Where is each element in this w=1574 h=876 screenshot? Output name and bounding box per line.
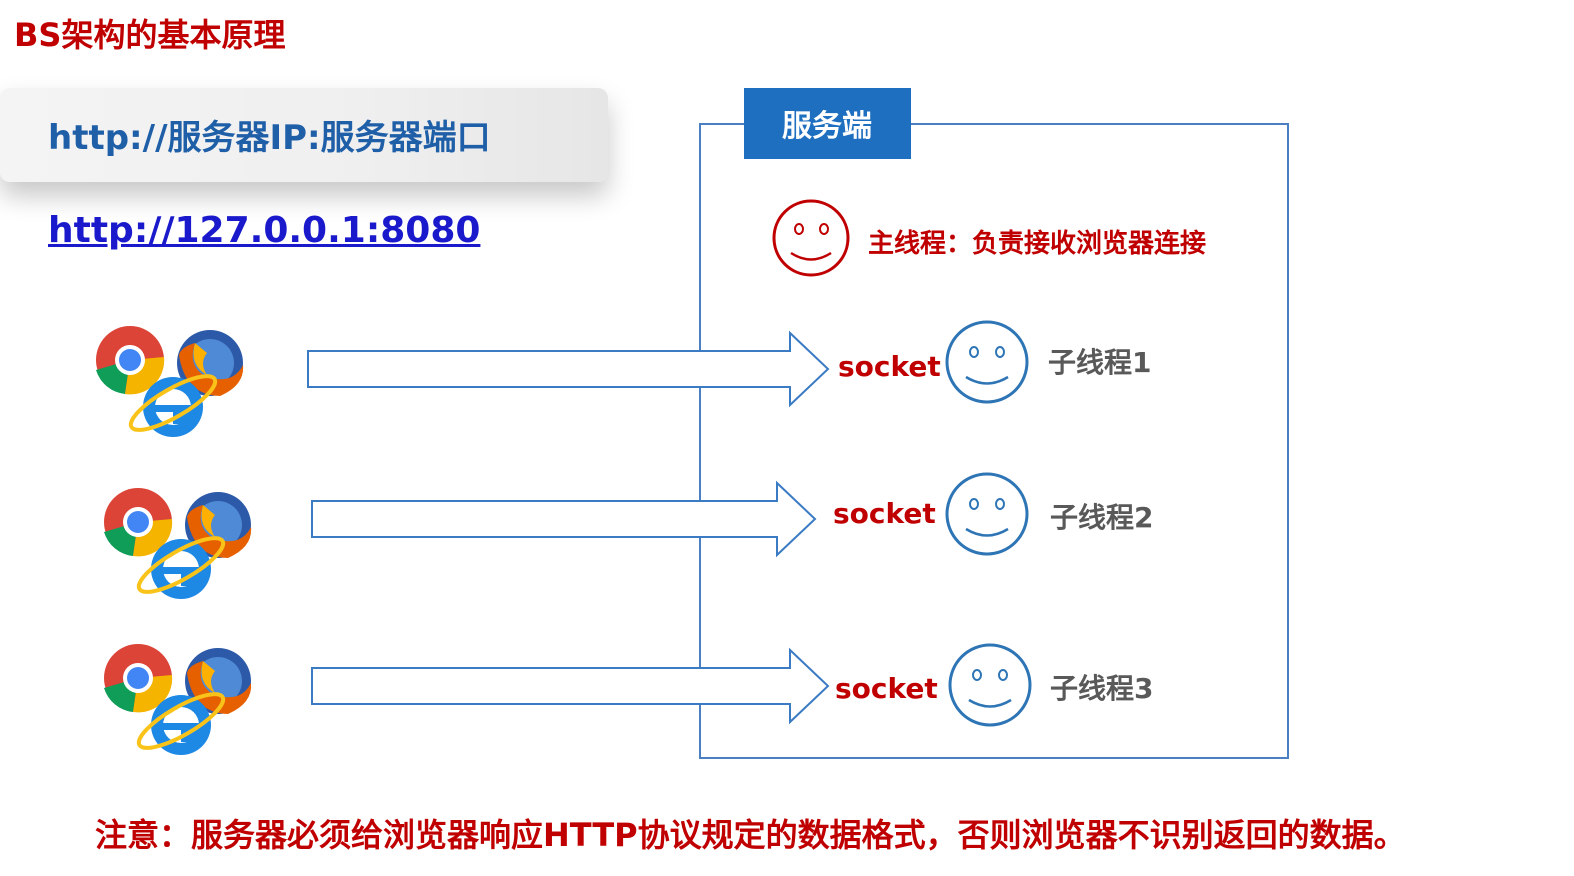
url-example-link[interactable]: http://127.0.0.1:8080 [48,210,481,251]
socket-label: socket [838,350,941,383]
server-header [744,88,911,159]
sub-thread-label: 子线程1 [1048,346,1151,379]
browser-icons-group [96,326,244,437]
note-text: 注意：服务器必须给浏览器响应HTTP协议规定的数据格式，否则浏览器不识别返回的数… [95,816,1406,854]
ie-icon [128,374,218,437]
ie-icon [136,536,226,599]
sub-thread-smiley-icon [948,643,1032,727]
chrome-icon [104,488,173,557]
connection-arrow [311,647,830,725]
ie-icon [136,692,226,755]
browser-icons-group [104,488,252,599]
url-pattern-box: http://服务器IP:服务器端口 [0,88,608,182]
connection-row: socket 子线程3 [104,643,1153,755]
connection-arrow [311,480,817,558]
server-label: 服务端 [782,109,872,144]
firefox-icon [185,648,252,714]
browser-icons-group [104,644,252,755]
sub-thread-label: 子线程3 [1050,672,1153,705]
chrome-icon [104,644,173,713]
url-pattern-text: http://服务器IP:服务器端口 [48,118,491,158]
sub-thread-label: 子线程2 [1050,501,1153,534]
socket-label: socket [833,497,936,530]
sub-thread-smiley-icon [945,320,1029,404]
chrome-icon [96,326,165,395]
sub-thread-smiley-icon [945,472,1029,556]
page-title: BS架构的基本原理 [14,16,286,54]
socket-label: socket [835,672,938,705]
connection-row: socket 子线程1 [96,320,1151,437]
connection-arrow [307,330,830,408]
connection-row: socket 子线程2 [104,472,1153,599]
main-thread-smiley-icon [772,199,850,277]
main-thread-label: 主线程：负责接收浏览器连接 [868,229,1206,259]
server-frame [699,123,1289,759]
